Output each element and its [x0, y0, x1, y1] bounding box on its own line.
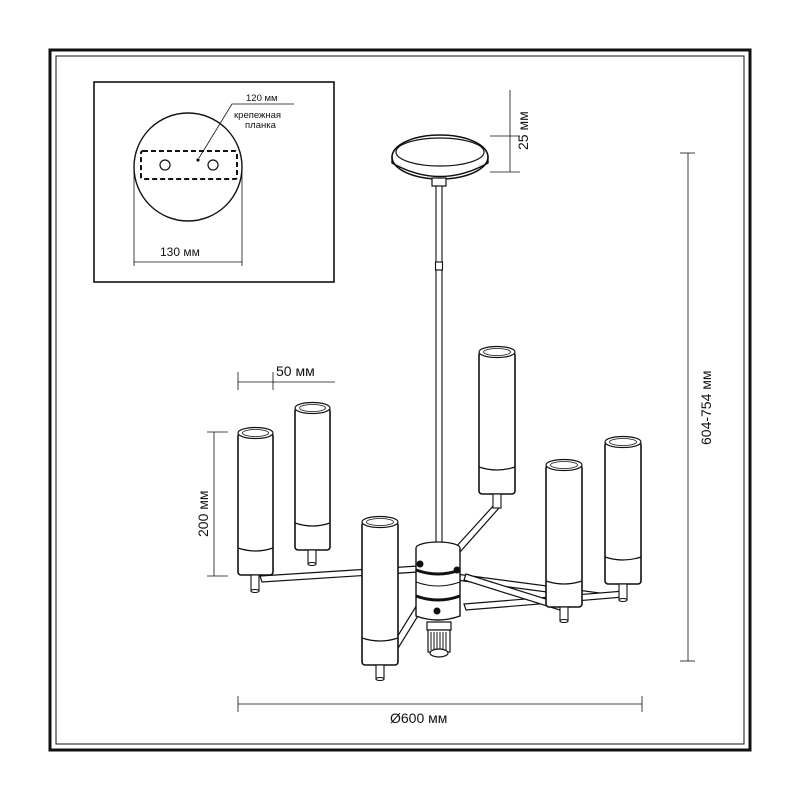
shade-5 [545, 458, 583, 623]
shade-4 [478, 345, 516, 509]
shade-6 [604, 435, 642, 602]
canopy [391, 134, 489, 187]
canopy-diameter-label: 130 мм [160, 245, 200, 259]
mounting-plate [140, 150, 238, 180]
canopy-height-label: 25 мм [515, 111, 531, 150]
shade-diameter-label: 50 мм [276, 363, 315, 379]
inner-frame [55, 55, 745, 745]
center-body [415, 541, 461, 658]
total-height-label: 604-754 мм [698, 370, 714, 445]
shade-height-label: 200 мм [195, 491, 211, 538]
screw-hole-right [207, 159, 219, 171]
shades [237, 345, 642, 681]
center-dot [196, 158, 200, 162]
mounting-inset: 120 мм крепежная планка 130 мм [93, 81, 335, 283]
plate-caption-2: планка [245, 120, 277, 131]
canopy-circle [133, 112, 243, 222]
shade-1 [237, 426, 274, 593]
plate-caption-1: крепежная [234, 110, 281, 121]
plate-width-label: 120 мм [246, 93, 278, 104]
total-diameter-label: Ø600 мм [390, 710, 447, 726]
suspension-rod [434, 185, 444, 547]
shade-3 [361, 515, 399, 681]
screw-hole-left [159, 159, 171, 171]
outer-frame [48, 48, 752, 752]
dimension-lines [207, 90, 695, 712]
shade-2 [294, 401, 331, 566]
